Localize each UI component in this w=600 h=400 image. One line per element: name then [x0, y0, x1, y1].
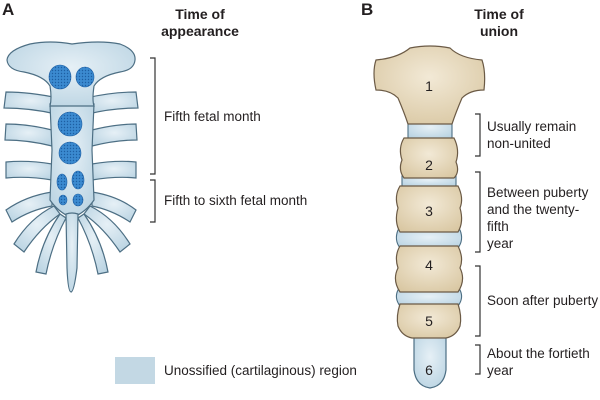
- bracket-usually-remain-non-united: [475, 113, 481, 157]
- segment-2: [399, 137, 459, 179]
- segment-number-3: 3: [425, 203, 433, 219]
- ossification-center: [58, 194, 68, 206]
- segment-1-manubrium: [373, 45, 486, 125]
- segment-number-5: 5: [425, 313, 433, 329]
- label-line: non-united: [487, 136, 551, 151]
- rib-left-6: [35, 213, 67, 275]
- label-fifth-to-sixth-fetal-month: Fifth to sixth fetal month: [164, 193, 308, 208]
- rib-left-5: [13, 205, 61, 253]
- rib-right-2: [91, 123, 138, 147]
- panel-a-title-line1: Time of: [175, 6, 225, 22]
- rib-left-1: [3, 91, 59, 115]
- rib-right-3: [91, 160, 137, 181]
- rib-right-5: [83, 205, 131, 253]
- label-soon-after-puberty: Soon after puberty: [487, 293, 599, 308]
- bracket-about-fortieth-year: [475, 344, 481, 375]
- label-line: year: [487, 236, 514, 251]
- ossification-centers: [48, 64, 95, 207]
- ossification-center: [72, 193, 84, 207]
- segment-number-2: 2: [425, 157, 433, 173]
- label-line: year: [487, 363, 514, 378]
- label-line: Between puberty: [487, 185, 589, 200]
- label-line: and the twenty-fifth: [487, 202, 580, 234]
- segment-number-4: 4: [425, 257, 433, 273]
- panel-letter-b: B: [361, 0, 374, 19]
- bracket-soon-after-puberty: [475, 265, 481, 337]
- rib-right-6: [77, 213, 109, 275]
- ossification-center: [48, 64, 72, 90]
- label-fifth-fetal-month: Fifth fetal month: [164, 109, 261, 124]
- legend-swatch-unossified: [115, 357, 155, 384]
- segment-6-xiphoid: [413, 335, 447, 389]
- segment-number-1: 1: [425, 78, 433, 94]
- panel-b-title: Time of union: [464, 6, 534, 40]
- segment-3: [395, 185, 463, 233]
- panel-b-title-line2: union: [479, 23, 519, 39]
- panel-b-title-line1: Time of: [474, 6, 524, 22]
- ossification-center: [56, 173, 68, 191]
- segment-4: [394, 245, 464, 293]
- bracket-fifth-sixth-fetal-month: [150, 179, 156, 223]
- rib-right-4: [91, 191, 137, 223]
- bracket-fifth-fetal-month: [150, 57, 156, 175]
- label-about-fortieth-year: About the fortieth year: [487, 345, 590, 379]
- panel-letter-a: A: [2, 0, 15, 19]
- label-usually-remain-non-united: Usually remain non-united: [487, 118, 576, 152]
- segment-number-6: 6: [425, 362, 433, 378]
- rib-left-3: [5, 160, 53, 181]
- ossification-center: [58, 141, 82, 165]
- bracket-between-puberty-25: [475, 171, 481, 253]
- rib-right-1: [85, 91, 139, 115]
- ossification-center: [71, 170, 85, 190]
- panel-a-title-line2: appearance: [161, 23, 239, 39]
- label-line: About the fortieth: [487, 346, 590, 361]
- segment-5: [396, 303, 462, 339]
- manubrium: [6, 41, 136, 107]
- xiphoid-process: [65, 212, 79, 293]
- ossification-center: [75, 66, 95, 88]
- ossification-center: [57, 111, 83, 137]
- panel-a-title: Time of appearance: [160, 6, 240, 40]
- label-between-puberty-and-25th-year: Between puberty and the twenty-fifth yea…: [487, 184, 600, 252]
- costal-cartilages: [3, 91, 139, 275]
- cartilage-band-3-4: [395, 229, 463, 249]
- rib-left-4: [5, 191, 53, 223]
- label-line: Usually remain: [487, 119, 577, 134]
- legend-label-unossified: Unossified (cartilaginous) region: [164, 363, 357, 378]
- rib-left-2: [4, 123, 53, 147]
